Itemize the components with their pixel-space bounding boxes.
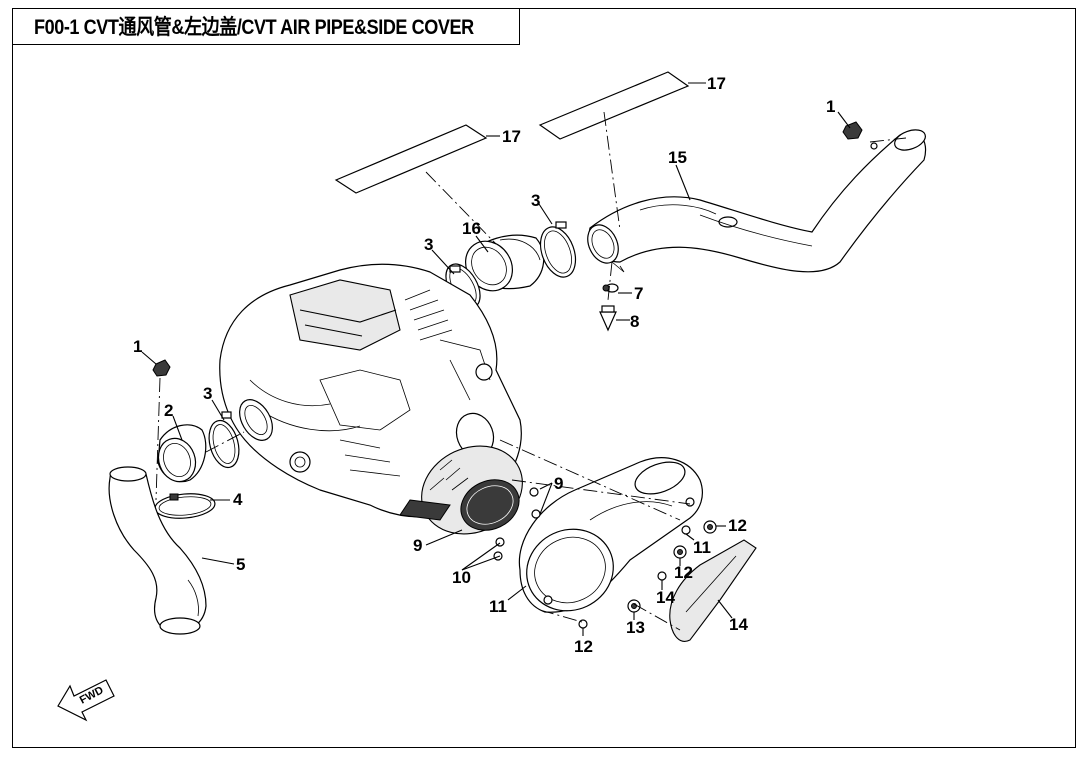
- part-3-clamp-upper-right: [539, 221, 577, 278]
- callout-7: 8: [630, 312, 639, 331]
- callout-10: 11: [489, 597, 507, 616]
- assembly-center-lines: [155, 111, 907, 631]
- title-box: F00-1 CVT通风管&左边盖/CVT AIR PIPE&SIDE COVER: [12, 8, 520, 45]
- callout-3: 3: [424, 235, 433, 254]
- callout-3: 3: [531, 191, 540, 210]
- part-10-cvt-side-cover: [518, 457, 703, 613]
- callout-9: 9: [554, 474, 563, 493]
- fwd-arrow-icon: FWD: [57, 679, 115, 722]
- callout-12: 13: [626, 618, 645, 637]
- part-14-shield: [669, 539, 757, 642]
- callout-14: 14: [729, 615, 748, 634]
- callout-6: 7: [634, 284, 643, 303]
- callout-15: 15: [668, 148, 687, 167]
- callout-12: 12: [674, 563, 693, 582]
- callout-5: 5: [236, 555, 245, 574]
- part-4-clamp: [154, 493, 216, 519]
- callout-11: 11: [693, 538, 711, 557]
- part-3-clamp-left: [208, 411, 240, 469]
- callout-4: 4: [233, 490, 243, 509]
- part-7-drain-plug: [599, 305, 617, 332]
- callout-1: 1: [826, 97, 835, 116]
- part-15-upper-air-pipe: [587, 129, 927, 273]
- part-12-washers: [627, 520, 717, 613]
- part-6-grommet: [602, 283, 619, 293]
- leader-lines: [141, 82, 851, 636]
- decal-17-left: [334, 124, 488, 194]
- drawing-frame: [12, 8, 1076, 748]
- callout-13: 14: [656, 588, 675, 607]
- callout-11: 12: [574, 637, 593, 656]
- callout-9: 10: [452, 568, 471, 587]
- callout-1: 1: [133, 337, 142, 356]
- part-1-nut-upper: [842, 121, 878, 150]
- part-1-nut-left: [152, 359, 171, 377]
- callout-12: 12: [728, 516, 747, 535]
- part-5-lower-air-pipe: [108, 466, 207, 635]
- callout-3: 3: [203, 384, 212, 403]
- callout-16: 16: [462, 219, 481, 238]
- callout-numbers: 17 17 1 15 3 16 3 7 8 1 2 3 4 5 9 9 10 1…: [133, 74, 835, 656]
- callout-17: 17: [502, 127, 521, 146]
- decal-17-right: [538, 71, 690, 140]
- diagram-title: F00-1 CVT通风管&左边盖/CVT AIR PIPE&SIDE COVER: [34, 16, 474, 39]
- part-13-screw: [657, 571, 667, 581]
- callout-8: 9: [413, 536, 422, 555]
- part-9-bolts: [493, 487, 541, 561]
- part-2-sleeve: [157, 424, 207, 483]
- callout-2: 2: [164, 401, 173, 420]
- engine-assembly: [219, 263, 523, 535]
- callout-17: 17: [707, 74, 726, 93]
